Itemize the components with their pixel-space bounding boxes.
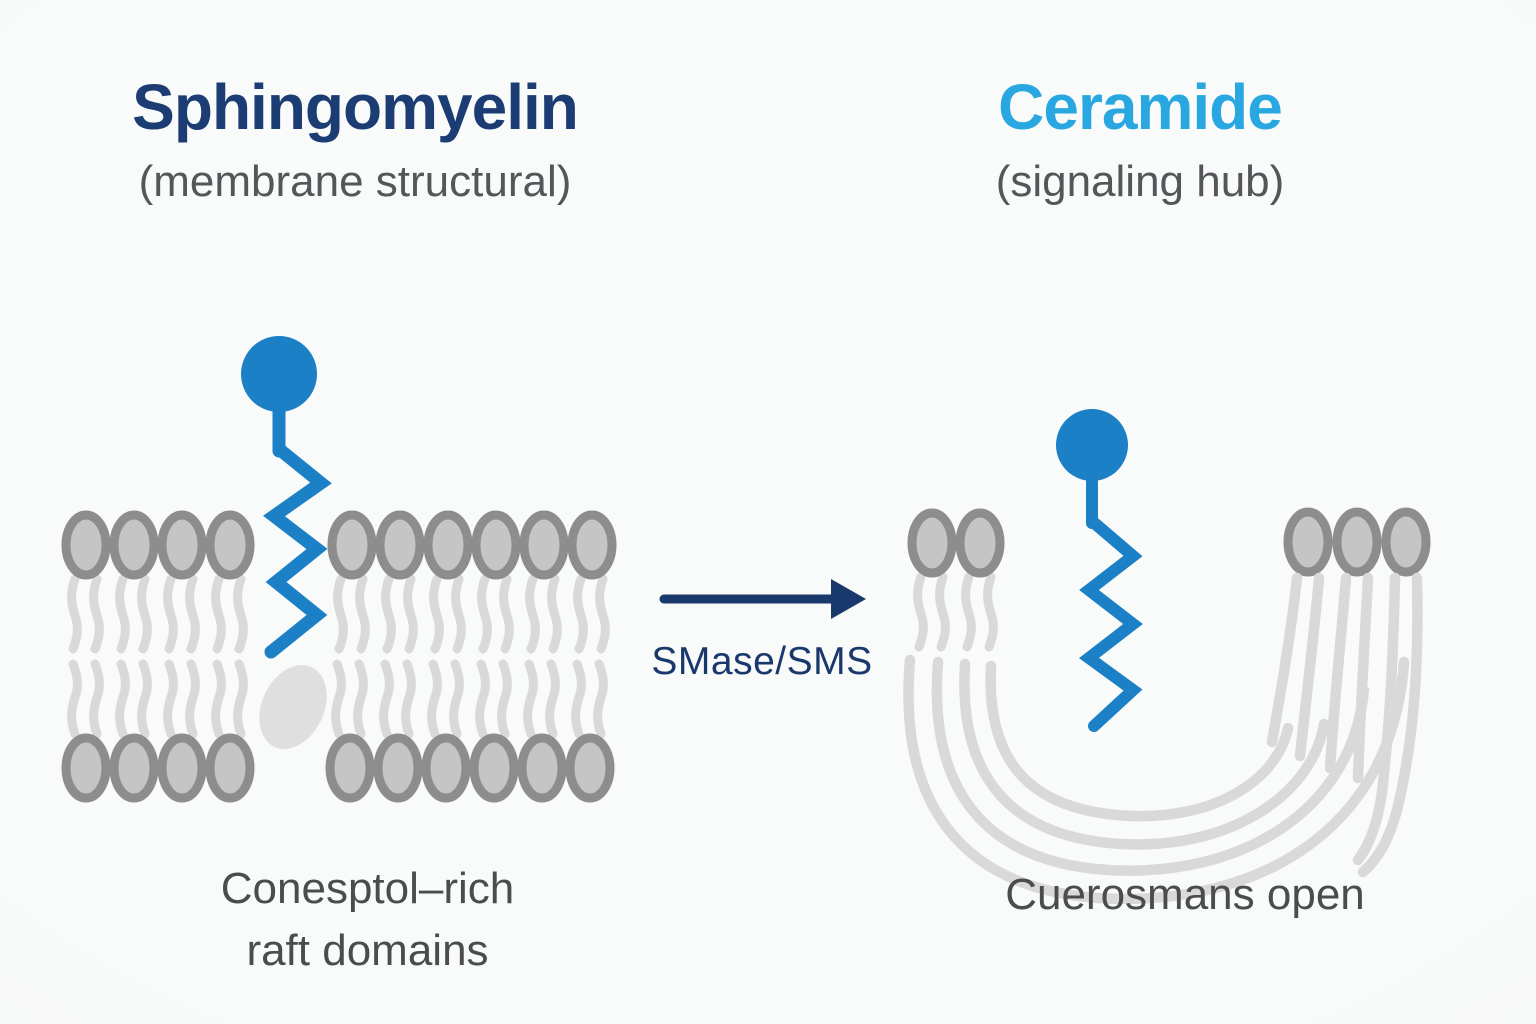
cholesterol-ellipse (259, 665, 327, 749)
sphingomyelin-molecule-icon (241, 336, 332, 659)
right-title: Ceramide (998, 71, 1283, 143)
open-membrane-graphic (903, 512, 1426, 905)
left-caption-line2: raft domains (246, 926, 489, 976)
right-header: Ceramide (signaling hub) (890, 71, 1390, 207)
left-title: Sphingomyelin (132, 71, 579, 143)
left-header: Sphingomyelin (membrane structural) (30, 71, 680, 207)
reaction-arrow-icon (659, 579, 866, 619)
reaction-label: SMase/SMS (651, 640, 873, 683)
left-caption-line1: Conesptol–rich (220, 864, 515, 913)
right-caption: Cuerosmans open (1005, 870, 1365, 919)
left-caption: Conesptol–rich raft domains (95, 858, 640, 983)
left-subtitle: (membrane structural) (138, 157, 572, 207)
right-subtitle: (signaling hub) (995, 157, 1285, 207)
lipid-raft-bilayer-graphic (66, 515, 612, 798)
ceramide-molecule-icon (1056, 409, 1143, 732)
